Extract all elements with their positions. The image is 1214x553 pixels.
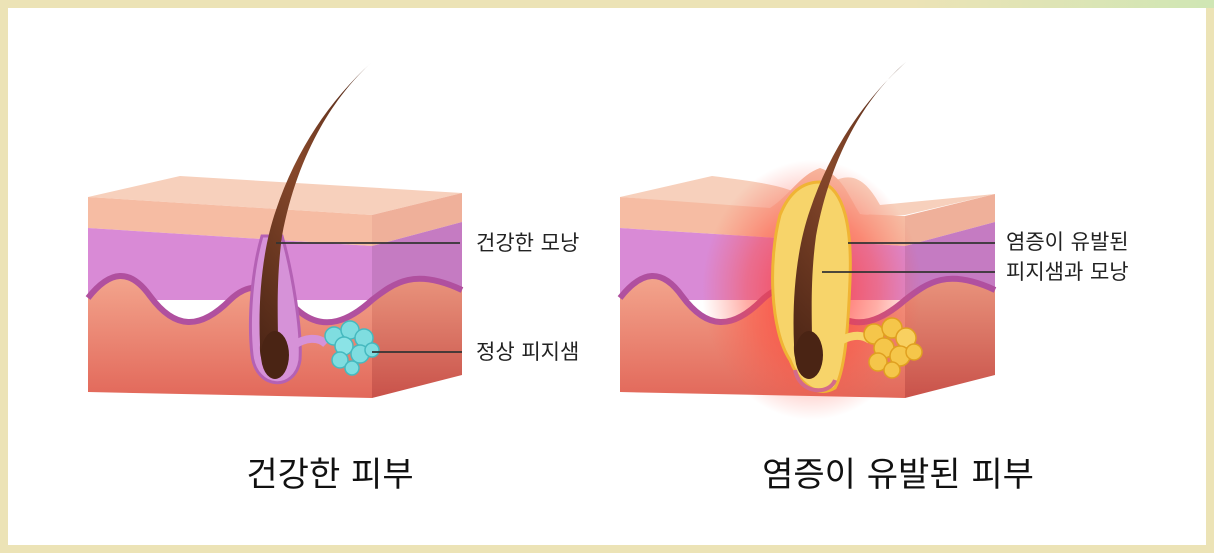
label-normal-sebaceous-gland: 정상 피지샘 — [476, 342, 579, 363]
label-inflamed-line2: 피지샘과 모낭 — [1006, 262, 1129, 283]
inflamed-skin-block — [620, 62, 995, 420]
caption-healthy-skin: 건강한 피부 — [200, 458, 460, 492]
label-inflamed-line1: 염증이 유발된 — [1006, 232, 1129, 253]
label-healthy-follicle: 건강한 모낭 — [476, 233, 579, 254]
healthy-skin-block — [88, 62, 462, 398]
caption-inflamed-skin: 염증이 유발된 피부 — [718, 458, 1078, 492]
